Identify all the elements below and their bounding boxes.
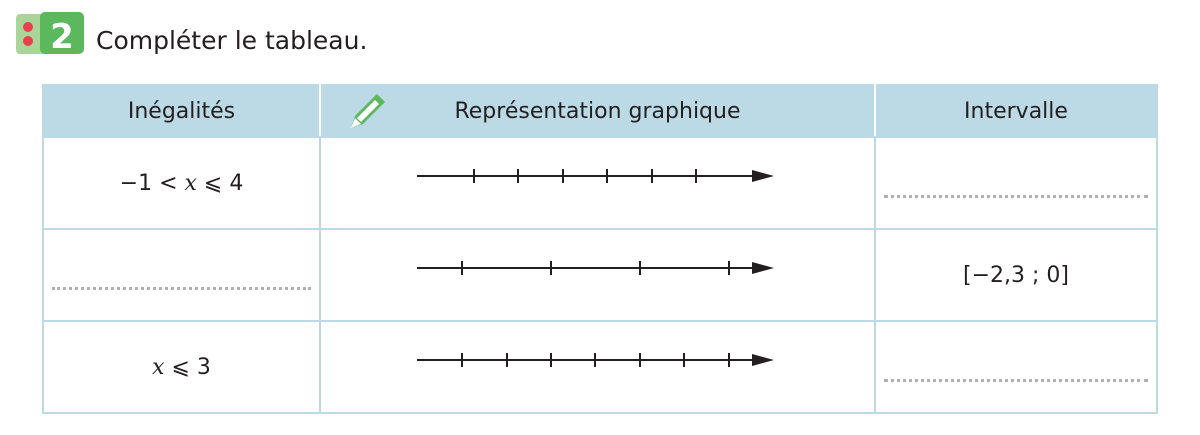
interval-cell[interactable]: [874, 320, 1158, 414]
number-line-cell: [319, 136, 876, 230]
exercise-badge: 2: [16, 12, 84, 56]
exercise-number: 2: [50, 17, 74, 56]
header-representation: Représentation graphique: [319, 84, 876, 138]
inequality-cell: x ⩽ 3: [42, 320, 321, 414]
number-line-cell: [319, 320, 876, 414]
interval-cell: [−2,3 ; 0]: [874, 228, 1158, 322]
table-row: −1 < x ⩽ 4: [42, 136, 1158, 230]
number-line: [417, 353, 774, 367]
header-interval: Intervalle: [874, 84, 1158, 138]
answer-blank[interactable]: [52, 287, 311, 290]
pencil-icon: [351, 94, 385, 128]
inequality-cell: −1 < x ⩽ 4: [42, 136, 321, 230]
exercise-table: Inégalités Représentation graphique Inte…: [42, 84, 1158, 414]
header-representation-label: Représentation graphique: [454, 98, 741, 124]
exercise-title: Compléter le tableau.: [96, 26, 368, 55]
table-row: [−2,3 ; 0]: [42, 228, 1158, 322]
header-row: Inégalités Représentation graphique Inte…: [42, 84, 1158, 138]
answer-blank[interactable]: [884, 195, 1148, 198]
answer-blank[interactable]: [884, 379, 1148, 382]
inequality-cell[interactable]: [42, 228, 321, 322]
table-row: x ⩽ 3: [42, 320, 1158, 414]
header-inequalities: Inégalités: [42, 84, 321, 138]
number-line: [417, 169, 774, 183]
interval-cell[interactable]: [874, 136, 1158, 230]
number-line-cell: [319, 228, 876, 322]
number-line: [417, 261, 774, 275]
